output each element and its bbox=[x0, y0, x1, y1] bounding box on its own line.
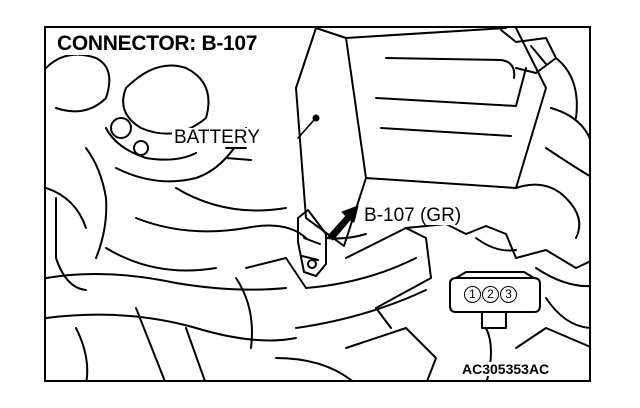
engine-parts-right bbox=[465, 107, 589, 380]
engine-bay-figure: CONNECTOR: B-107 BATTERY B-107 (GR) 1 2 … bbox=[44, 26, 591, 382]
connector-label: B-107 (GR) bbox=[362, 205, 464, 226]
engine-parts-left bbox=[46, 33, 307, 380]
connector-pin-2: 2 bbox=[482, 286, 499, 303]
connector-pin-3: 3 bbox=[500, 286, 517, 303]
battery-drawing bbox=[295, 28, 578, 247]
figure-id: AC305353AC bbox=[460, 361, 552, 377]
engine-bay-illustration bbox=[46, 28, 589, 380]
connector-pin-1: 1 bbox=[464, 286, 481, 303]
connector-b107-drawing bbox=[297, 209, 367, 277]
diagram-title: CONNECTOR: B-107 bbox=[54, 32, 261, 55]
engine-parts-center bbox=[275, 223, 467, 380]
battery-label: BATTERY bbox=[172, 127, 262, 148]
arrow-icon bbox=[327, 205, 359, 241]
